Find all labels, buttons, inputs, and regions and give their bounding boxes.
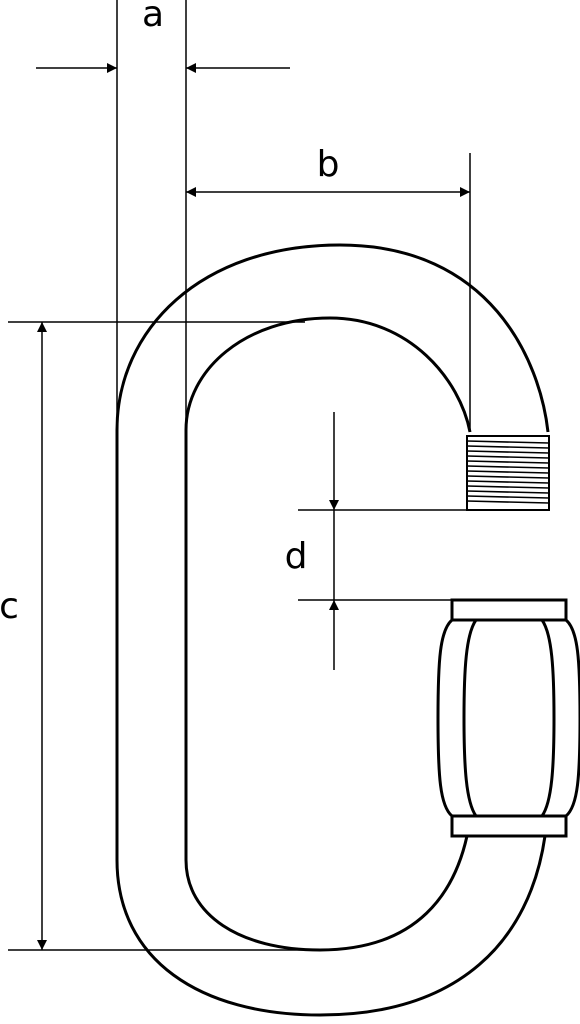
locking-nut [436,598,580,838]
dimension-a: a [36,0,290,430]
dimension-label-b: b [317,144,340,185]
link-inner-outline [184,316,472,952]
dimension-label-a: a [142,0,164,35]
dimension-c: c [0,321,305,951]
threaded-end [466,435,550,511]
dimension-d: d [285,412,470,670]
dimension-b: b [186,144,471,432]
dimension-label-c: c [0,586,19,627]
dimension-label-d: d [285,536,308,577]
